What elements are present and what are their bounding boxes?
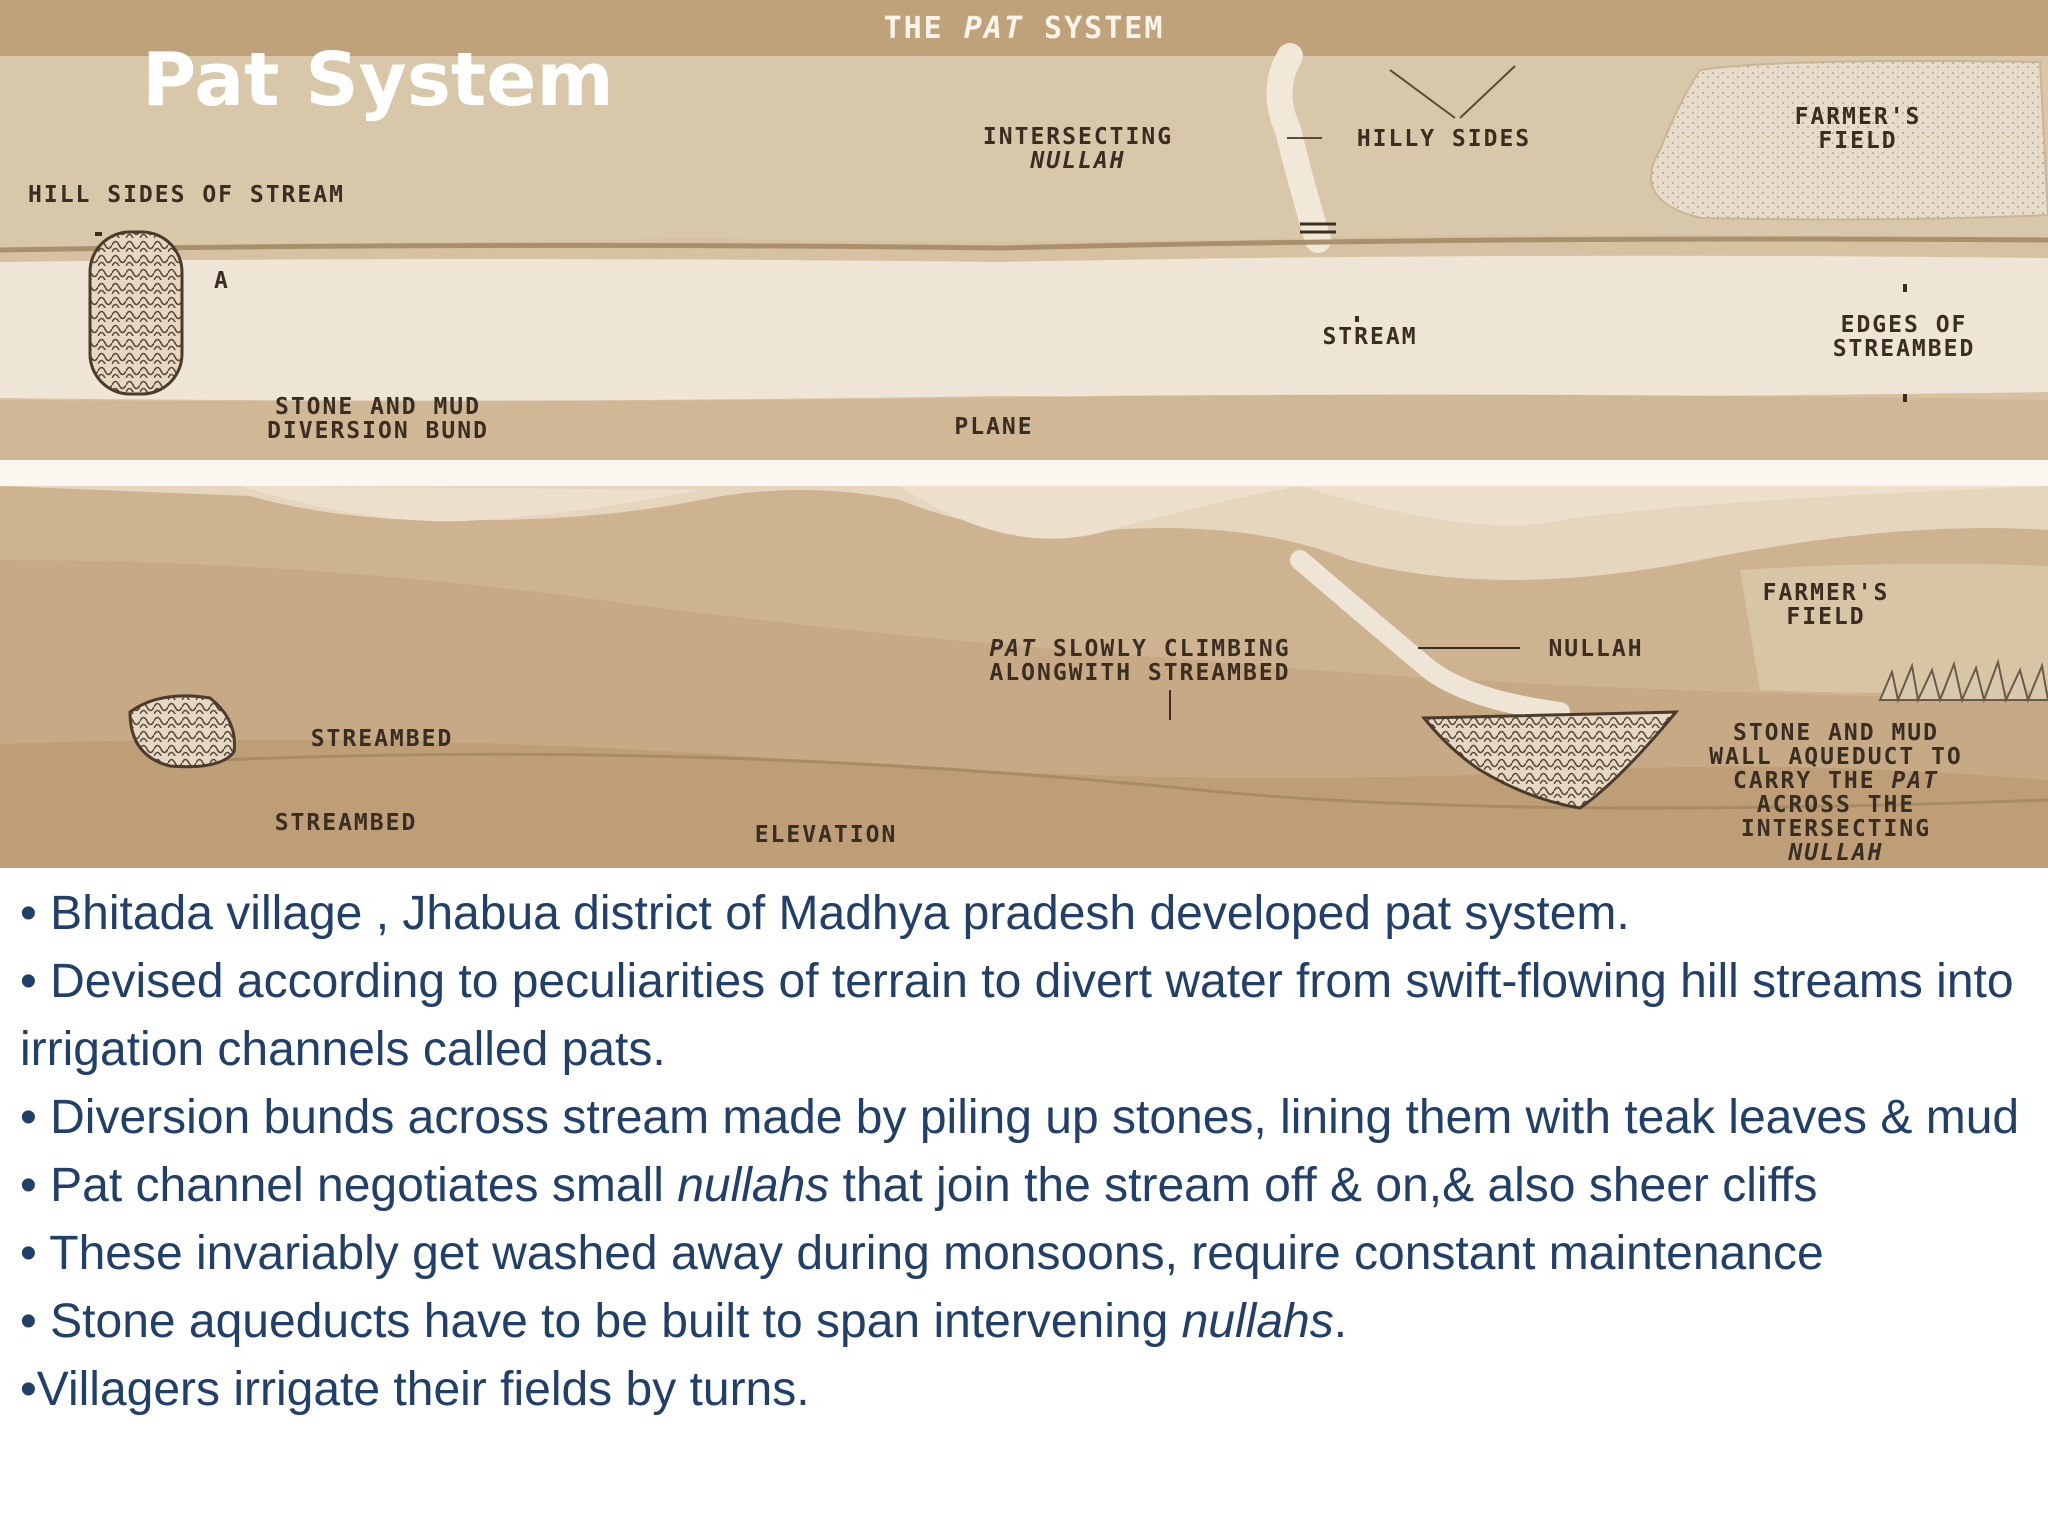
label-stone-and-mud-top: STONE AND MUD bbox=[275, 394, 481, 420]
label-pat-slowly-climbing: PAT SLOWLY CLIMBING bbox=[989, 636, 1290, 662]
label-farmers-field-top-2: FIELD bbox=[1818, 128, 1897, 154]
label-hill-sides-of-stream: HILL SIDES OF STREAM bbox=[28, 182, 345, 208]
bullet-list: • Bhitada village , Jhabua district of M… bbox=[20, 880, 2030, 1424]
pat-system-diagram: THE PAT SYSTEM HILL SIDES OF STREAM INTE… bbox=[0, 0, 2048, 868]
bullet-2: • Devised according to peculiarities of … bbox=[20, 955, 2014, 1076]
diagram-banner-title: THE PAT SYSTEM bbox=[884, 11, 1165, 46]
label-nullah-top: NULLAH bbox=[1029, 148, 1125, 174]
label-aqueduct-3: CARRY THE PAT bbox=[1733, 768, 1939, 794]
label-aqueduct-1: STONE AND MUD bbox=[1733, 720, 1939, 746]
label-plane: PLANE bbox=[954, 414, 1033, 440]
bullet-3: • Diversion bunds across stream made by … bbox=[20, 1091, 2020, 1144]
bullet-6: • Stone aqueducts have to be built to sp… bbox=[20, 1295, 1348, 1348]
section-bund-stones bbox=[128, 694, 236, 769]
label-diversion-bund: DIVERSION BUND bbox=[267, 418, 489, 444]
label-streambed-edge: STREAMBED bbox=[1833, 336, 1976, 362]
slide-title: Pat System bbox=[142, 37, 614, 123]
bullet-7: •Villagers irrigate their fields by turn… bbox=[20, 1363, 810, 1416]
label-streambed-2: STREAMBED bbox=[275, 810, 418, 836]
label-aqueduct-6: NULLAH bbox=[1787, 840, 1883, 866]
label-aqueduct-4: ACROSS THE bbox=[1757, 792, 1915, 818]
intersecting-nullah-channel bbox=[1266, 43, 1331, 253]
diagram-banner bbox=[0, 0, 2048, 56]
label-elevation: ELEVATION bbox=[755, 822, 898, 848]
bullet-4: • Pat channel negotiates small nullahs t… bbox=[20, 1159, 1818, 1212]
label-streambed-1: STREAMBED bbox=[311, 726, 454, 752]
label-hilly-sides: HILLY SIDES bbox=[1357, 126, 1531, 152]
label-aqueduct-2: WALL AQUEDUCT TO bbox=[1709, 744, 1963, 770]
bottom-panel-section-view: FARMER'S FIELD PAT SLOWLY CLIMBING ALONG… bbox=[0, 486, 2048, 868]
label-stream: STREAM bbox=[1322, 324, 1417, 350]
stream-band bbox=[0, 255, 2048, 401]
label-farmers-field-bottom-2: FIELD bbox=[1786, 604, 1865, 630]
bullet-5: • These invariably get washed away durin… bbox=[20, 1227, 1824, 1280]
bullet-1: • Bhitada village , Jhabua district of M… bbox=[20, 887, 1630, 940]
diversion-bund-stones bbox=[88, 230, 184, 396]
label-farmers-field-bottom-1: FARMER'S bbox=[1763, 580, 1890, 606]
label-farmers-field-top-1: FARMER'S bbox=[1795, 104, 1922, 130]
label-marker-a: A bbox=[214, 268, 230, 294]
label-aqueduct-5: INTERSECTING bbox=[1741, 816, 1931, 842]
label-alongwith-streambed: ALONGWITH STREAMBED bbox=[989, 660, 1290, 686]
aqueduct-stone-wall bbox=[1420, 710, 1680, 810]
label-nullah-bottom: NULLAH bbox=[1548, 636, 1643, 662]
nullah-channel-bottom bbox=[1290, 550, 1570, 722]
farmers-field-bottom-area bbox=[1740, 563, 2048, 693]
label-edges-of: EDGES OF bbox=[1841, 312, 1968, 338]
field-crops bbox=[1878, 658, 2048, 704]
top-panel-plan-view: HILL SIDES OF STREAM INTERSECTING NULLAH… bbox=[0, 43, 2048, 460]
farmers-field-area bbox=[1650, 60, 2048, 221]
label-intersecting: INTERSECTING bbox=[983, 124, 1173, 150]
